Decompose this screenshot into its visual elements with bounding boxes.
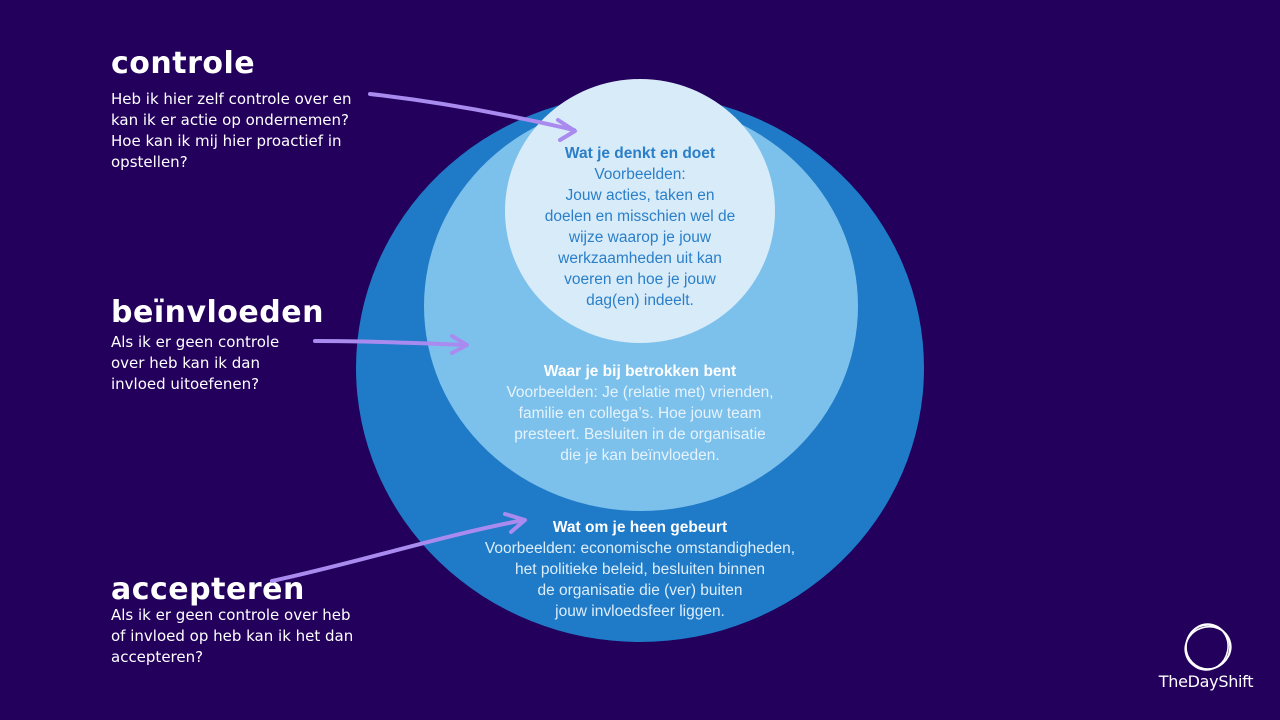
middle-circle-body: Voorbeelden: Je (relatie met) vrienden, … <box>506 384 774 464</box>
control-arrow-icon <box>368 92 577 142</box>
control-description: Heb ik hier zelf controle over en kan ik… <box>111 90 352 171</box>
control-heading: controle <box>111 46 256 81</box>
accept-arrow-icon <box>270 512 527 583</box>
influence-description: Als ik er geen controle over heb kan ik … <box>111 333 280 393</box>
thedayshift-logo: TheDayShift <box>1150 620 1262 700</box>
logo-text: TheDayShift <box>1158 672 1254 691</box>
middle-circle-title: Waar je bij betrokken bent <box>543 363 737 380</box>
outer-circle-text: Wat om je heen gebeurt Voorbeelden: econ… <box>440 517 840 622</box>
circle-logo-icon <box>1184 623 1232 671</box>
accept-description: Als ik er geen controle over heb of invl… <box>111 606 354 666</box>
accept-heading: accepteren <box>111 572 305 607</box>
inner-circle-title: Wat je denkt en doet <box>564 145 716 162</box>
influence-heading: beïnvloeden <box>111 295 324 330</box>
outer-circle-body: Voorbeelden: economische omstandigheden,… <box>484 540 796 620</box>
outer-circle-title: Wat om je heen gebeurt <box>552 519 728 536</box>
influence-arrow-icon <box>313 334 469 355</box>
middle-circle-text: Waar je bij betrokken bent Voorbeelden: … <box>444 361 836 466</box>
inner-circle-text: Wat je denkt en doet Voorbeelden: Jouw a… <box>505 143 775 311</box>
inner-circle-body: Voorbeelden: Jouw acties, taken en doele… <box>544 166 736 309</box>
